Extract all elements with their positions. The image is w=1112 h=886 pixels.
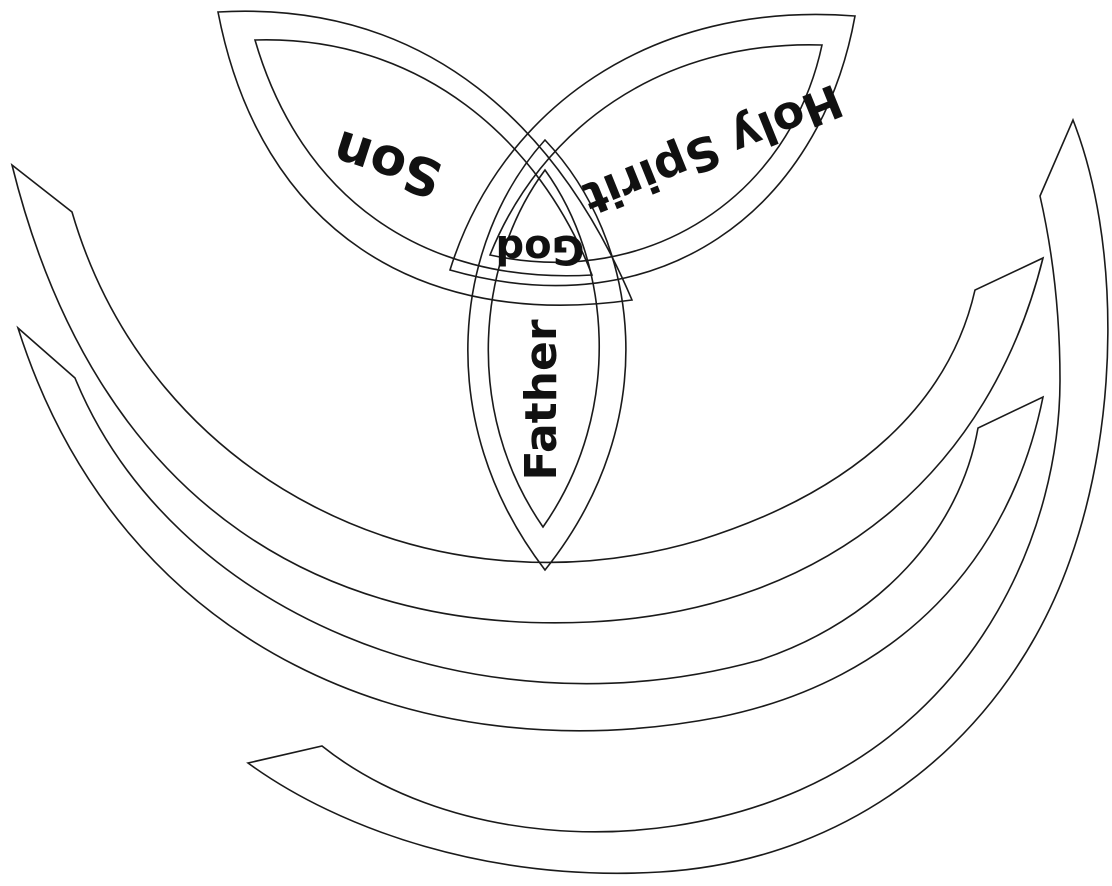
father-label: Father <box>516 319 567 480</box>
holy-spirit-label: Holy Spirit <box>576 73 850 226</box>
trinity-knot <box>218 11 855 570</box>
labels: Son Holy Spirit God Father <box>326 73 850 480</box>
crescent-band-3 <box>248 120 1108 873</box>
god-label: God <box>496 226 585 272</box>
son-label: Son <box>326 118 449 209</box>
